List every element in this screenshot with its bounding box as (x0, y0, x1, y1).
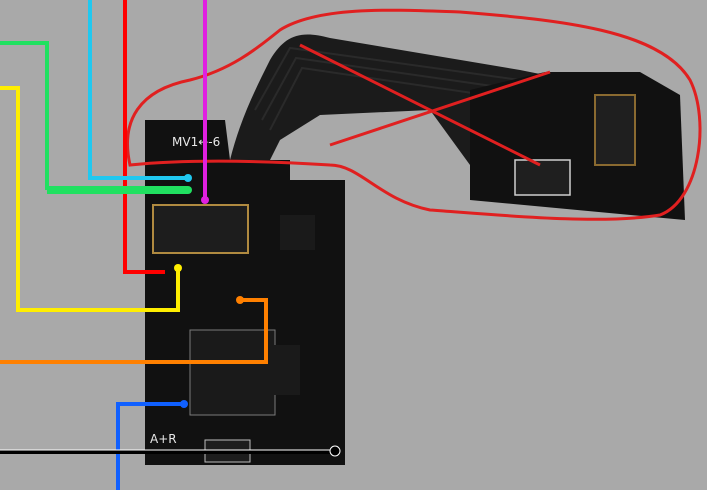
main-board: MV1←-6 A+R (145, 120, 345, 465)
wire-red (123, 0, 165, 274)
wire-blue (116, 402, 184, 490)
corner-label: A+R (150, 432, 177, 446)
annotation-cross-line-1 (299, 43, 541, 167)
daughter-board (470, 72, 685, 220)
solder-points (174, 174, 341, 457)
flex-cable (230, 34, 545, 165)
annotation-cross-line-2 (329, 70, 551, 147)
annotation-outline (126, 8, 702, 221)
wires (0, 0, 335, 490)
wire-cyan (88, 0, 188, 180)
wire-yellow (0, 86, 180, 312)
model-label: MV1←-6 (172, 135, 220, 149)
wire-green-1 (0, 41, 188, 190)
wire-orange (0, 298, 268, 364)
